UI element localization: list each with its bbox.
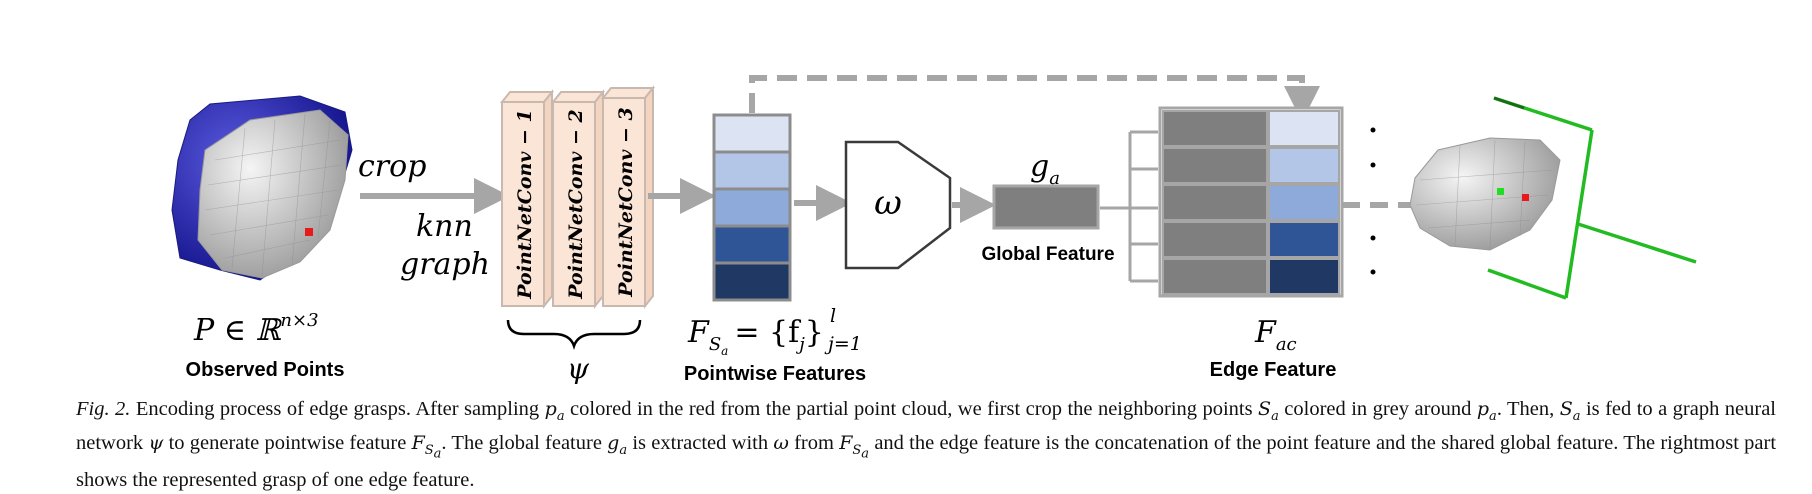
caption-math-pa-2: pa xyxy=(1476,398,1497,424)
edge-feature-matrix xyxy=(1158,106,1344,298)
pointwise-math: FSa= {fj} xyxy=(687,315,824,358)
pointnetconv-block-2: PointNetConv − 2 xyxy=(550,89,606,309)
observed-points-label: Observed Points xyxy=(186,359,345,381)
pointnetconv-block-1: PointNetConv − 1 xyxy=(499,89,555,309)
caption-math-omega: ω xyxy=(773,431,789,454)
caption-text-1: Encoding process of edge grasps. After s… xyxy=(135,398,540,420)
edge-global-cell-2 xyxy=(1162,147,1268,184)
pointwise-cell-2 xyxy=(712,150,792,191)
caption-math-pa: pa xyxy=(544,398,565,424)
pointwise-math-sup: l xyxy=(830,305,836,327)
pointwise-cell-5 xyxy=(712,261,792,302)
pointwise-cell-1 xyxy=(712,113,792,154)
caption-text-4: . Then, xyxy=(1496,398,1555,420)
caption-text-5: is fed to a graph neural network xyxy=(76,398,1777,454)
observed-points-math: P ∈ ℝn×3 xyxy=(193,310,319,348)
grasp-illustration xyxy=(1409,96,1697,300)
global-feature-math: ga xyxy=(1030,149,1060,189)
crop-label: crop xyxy=(358,149,426,184)
encoding-diagram: crop knn graph PointNetConv − 1 PointNet… xyxy=(171,75,1697,385)
edge-point-cell-3 xyxy=(1268,184,1340,221)
point-cloud-texture xyxy=(204,113,343,277)
omega-label: ω xyxy=(874,183,902,223)
omega-network xyxy=(844,140,952,270)
global-feature-block xyxy=(992,184,1100,230)
caption-text-10: and the edge feature is the concatenatio… xyxy=(76,431,1777,492)
caption-text-9: from xyxy=(794,431,834,454)
sampled-point-red xyxy=(305,228,313,236)
edge-global-cell-4 xyxy=(1162,221,1268,258)
caption-math-ga: ga xyxy=(607,431,628,458)
pointwise-features-label: Pointwise Features xyxy=(684,363,866,385)
pointnetconv-block-3: PointNetConv − 3 xyxy=(600,85,656,309)
caption-math-sa: Sa xyxy=(1258,398,1279,424)
global-feature-broadcast-lines xyxy=(1100,130,1158,283)
skip-connection-dashed-arrow xyxy=(749,75,1320,122)
knn-label: knn xyxy=(416,209,473,244)
pointnetconv-label-3: PointNetConv − 3 xyxy=(615,107,637,298)
caption-text-2: colored in the red from the partial poin… xyxy=(570,398,1253,420)
edge-feature-label: Edge Feature xyxy=(1210,359,1337,381)
figure-caption: Fig. 2. Encoding process of edge grasps.… xyxy=(76,396,1776,494)
caption-math-sa-2: Sa xyxy=(1559,398,1581,424)
ellipsis-dots xyxy=(1370,127,1376,275)
pointwise-cell-3 xyxy=(712,187,792,228)
edge-point-cell-5 xyxy=(1268,258,1340,295)
edge-global-cell-5 xyxy=(1162,258,1268,295)
caption-math-fsa-2: FSa xyxy=(839,431,870,462)
caption-math-fsa: FSa xyxy=(411,431,442,462)
caption-fig-label: Fig. 2. xyxy=(76,398,131,420)
grasp-point-red xyxy=(1522,194,1529,201)
psi-label: ψ xyxy=(567,352,590,385)
edge-point-cell-1 xyxy=(1268,110,1340,147)
graph-label: graph xyxy=(400,247,490,282)
pointwise-cell-4 xyxy=(712,224,792,265)
caption-text-6: to generate pointwise feature xyxy=(168,431,407,454)
caption-text-3: colored in grey around xyxy=(1284,398,1472,420)
caption-math-psi: ψ xyxy=(148,431,164,454)
grasp-point-green xyxy=(1497,188,1504,195)
caption-text-7: . The global feature xyxy=(441,431,602,454)
global-feature-label: Global Feature xyxy=(981,244,1114,265)
edge-point-cell-4 xyxy=(1268,221,1340,258)
pointnetconv-label-1: PointNetConv − 1 xyxy=(514,109,536,300)
pointwise-feature-stack xyxy=(712,113,792,302)
edge-global-cell-1 xyxy=(1162,110,1268,147)
caption-text-8: is extracted with xyxy=(632,431,769,454)
edge-point-cell-2 xyxy=(1268,147,1340,184)
edge-feature-math: Fac xyxy=(1254,315,1297,355)
pointnetconv-label-2: PointNetConv − 2 xyxy=(565,109,587,300)
cropped-point-cloud xyxy=(1409,137,1561,251)
observed-point-cloud xyxy=(171,95,353,281)
pointwise-math-lower: j=1 xyxy=(824,333,862,355)
psi-brace xyxy=(506,319,642,350)
edge-global-cell-3 xyxy=(1162,184,1268,221)
